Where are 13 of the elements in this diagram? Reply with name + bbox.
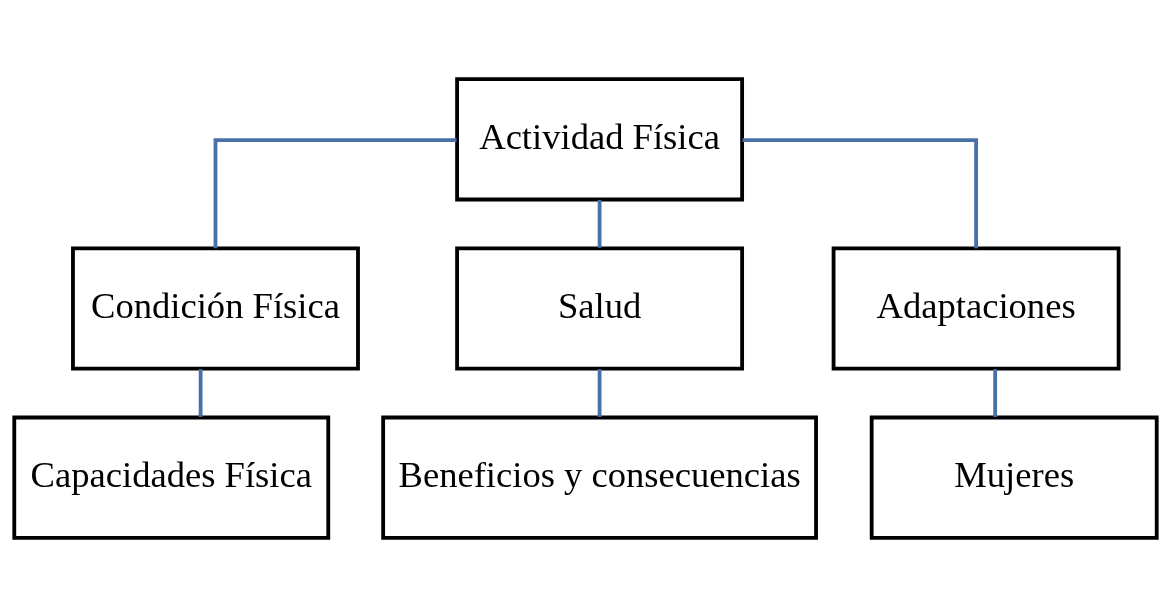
connector xyxy=(597,199,602,248)
node-box: Salud xyxy=(455,245,745,371)
connector xyxy=(993,368,998,417)
connector xyxy=(198,368,203,417)
node-box: Beneficios y consecuencias xyxy=(381,415,818,540)
node-box: Adaptaciones xyxy=(831,245,1121,371)
node-box: Condición Física xyxy=(71,245,360,371)
node-box: Actividad Física xyxy=(455,76,745,201)
connector xyxy=(742,137,978,248)
node-box: Capacidades Física xyxy=(12,415,331,540)
connector xyxy=(597,368,602,417)
connector xyxy=(213,137,457,248)
node-box: Mujeres xyxy=(869,415,1159,540)
